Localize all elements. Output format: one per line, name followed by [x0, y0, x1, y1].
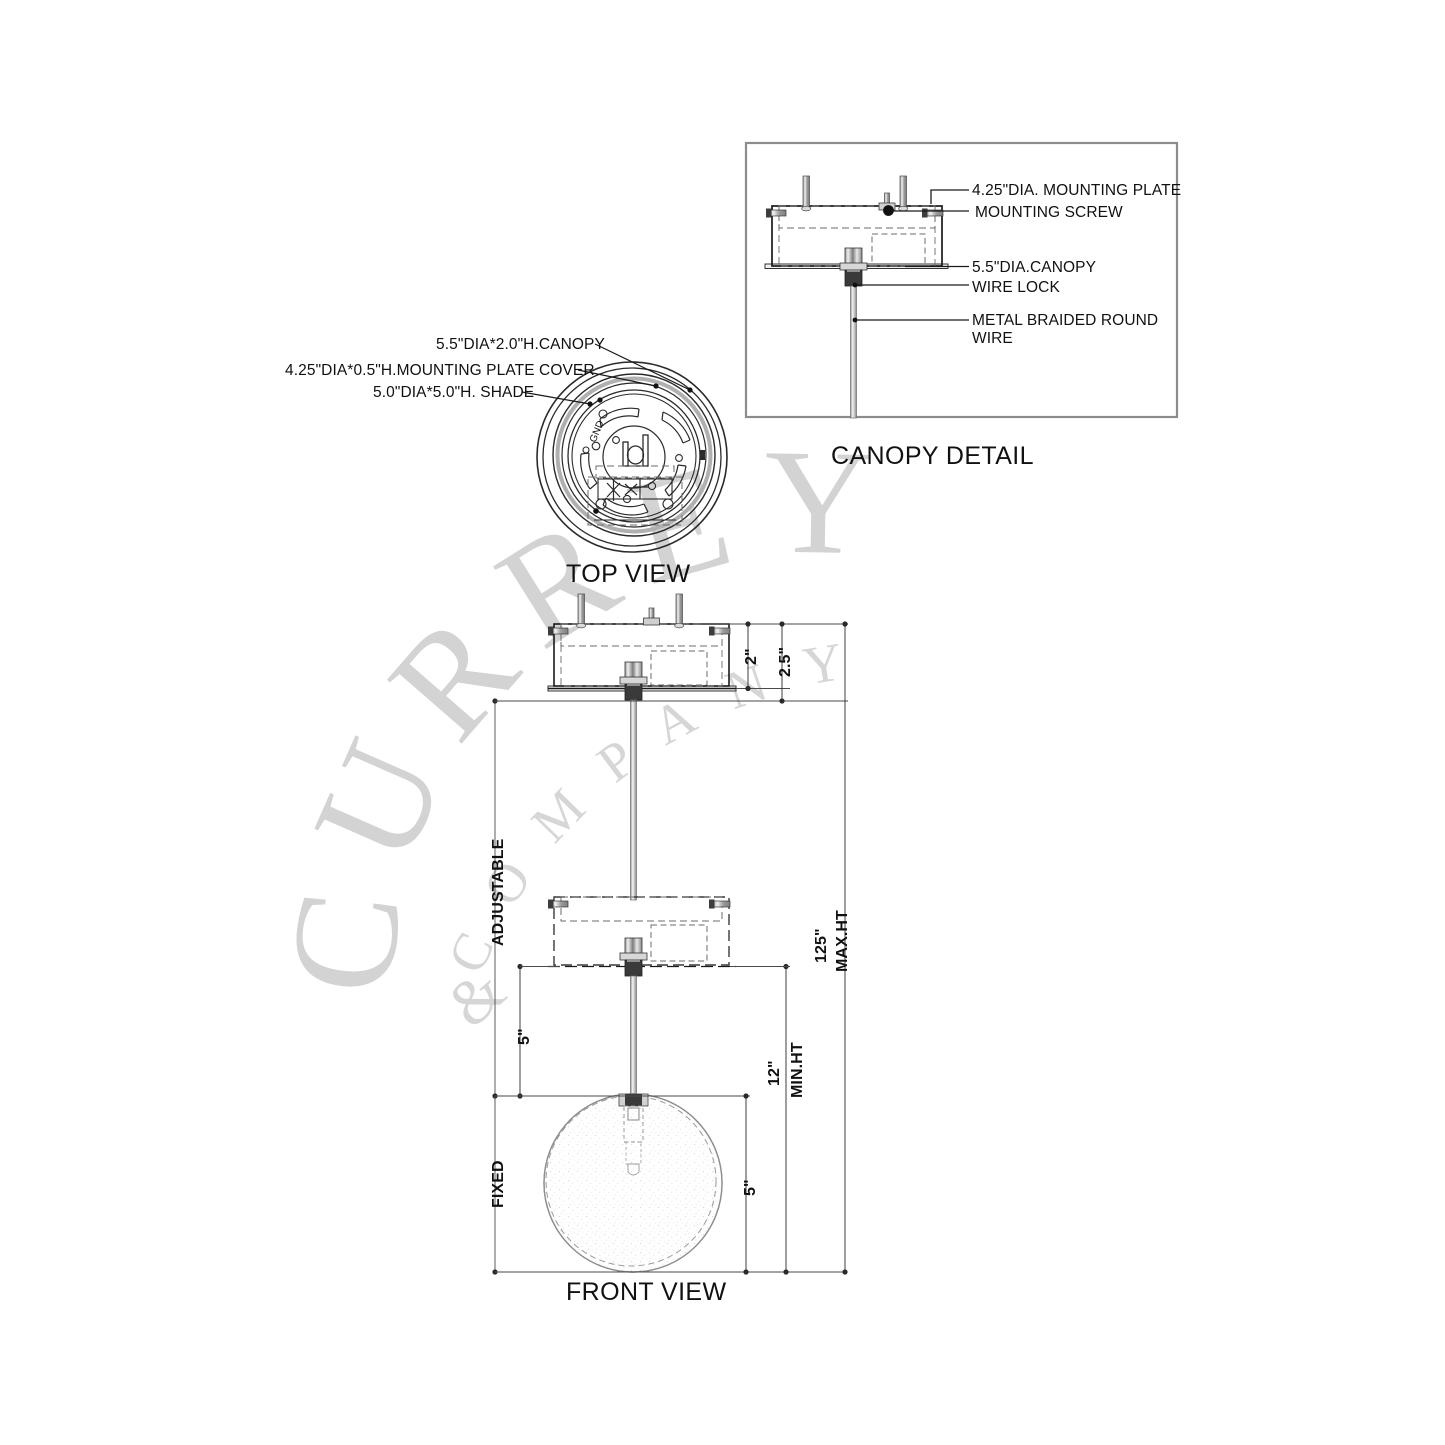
top-view-title: TOP VIEW [566, 560, 691, 588]
topview-callout-canopy: 5.5"DIA*2.0"H.CANOPY [436, 336, 605, 353]
canopy-detail-assembly [764, 175, 949, 419]
callout-wire-lock: WIRE LOCK [972, 279, 1060, 296]
dim-fixed-span: FIXED [490, 1160, 507, 1208]
canopy-detail-title: CANOPY DETAIL [831, 442, 1034, 470]
canopy-detail-frame [744, 141, 1179, 419]
dim-max-height: 125" [813, 928, 830, 963]
dim-adjustable-span: ADJUSTABLE [490, 838, 507, 946]
braided-wire-lower [630, 975, 637, 1097]
top-view-leaders [521, 343, 693, 514]
callout-metal-braided-wire-line2: WIRE [972, 330, 1013, 347]
topview-callout-mounting-plate-cover: 4.25"DIA*0.5"H.MOUNTING PLATE COVER [285, 362, 595, 379]
dim-canopy-height: 2" [743, 648, 760, 665]
front-view-title: FRONT VIEW [566, 1278, 727, 1306]
callout-mounting-screw: MOUNTING SCREW [975, 204, 1123, 221]
dim-min-height-label: MIN.HT [789, 1042, 806, 1098]
dim-shade-height: 5" [742, 1179, 759, 1196]
dimension-lines [492, 621, 848, 1275]
callout-metal-braided-wire: METAL BRAIDED ROUND [972, 312, 1159, 329]
callout-canopy: 5.5"DIA.CANOPY [972, 259, 1097, 276]
globe-shade [543, 1093, 723, 1273]
dim-canopy-overall-height: 2.5" [777, 646, 794, 677]
braided-wire-upper [630, 699, 637, 901]
dim-max-height-label: MAX.HT [834, 910, 851, 972]
topview-callout-shade: 5.0"DIA*5.0"H. SHADE [373, 384, 535, 401]
front-view-adjustable-canopy [548, 896, 736, 977]
canopy-detail-leaders [852, 189, 969, 323]
callout-mounting-plate: 4.25"DIA. MOUNTING PLATE [972, 182, 1182, 199]
dim-drop-min: 5" [516, 1028, 533, 1045]
front-view-upper-canopy [547, 593, 737, 701]
dim-min-height: 12" [766, 1060, 783, 1086]
top-view-geometry [536, 361, 728, 553]
